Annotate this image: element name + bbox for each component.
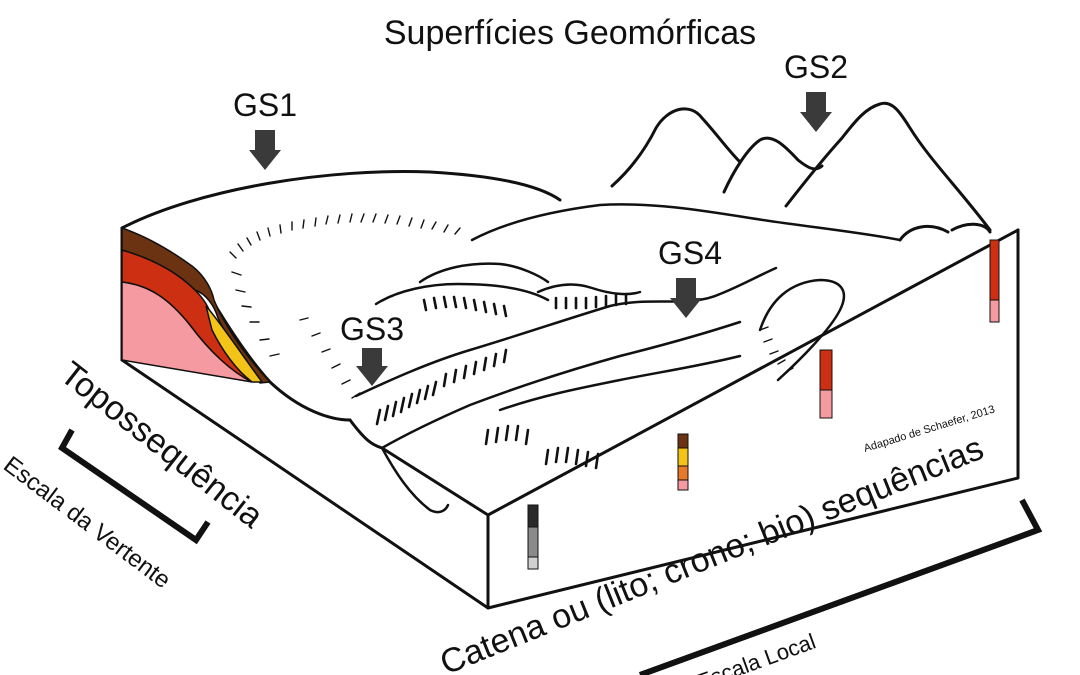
- slope-scale-label: Escala da Vertente: [0, 451, 176, 594]
- gs3-arrow-icon: [356, 348, 388, 386]
- horizon-yellow: [205, 305, 264, 383]
- gs1-marker: GS1: [233, 87, 297, 170]
- profile-yellow-orange: [677, 433, 689, 491]
- gs2-arrow-icon: [800, 92, 832, 132]
- gs4-label: GS4: [658, 235, 722, 271]
- catena-label: Catena ou (lito; crono; bio) sequências: [435, 429, 989, 675]
- gs3-marker: GS3: [340, 311, 404, 386]
- soil-profiles: [527, 239, 1000, 570]
- mountain-range: [610, 101, 992, 242]
- local-scale-bracket: [638, 498, 1043, 675]
- toposequence-horizons: [121, 226, 272, 384]
- profile-red-pink-right: [989, 239, 1000, 323]
- profile-red-pink-front: [819, 349, 833, 419]
- scarp-hatching: [375, 292, 628, 470]
- diagram-title: Superfícies Geomórficas: [384, 14, 756, 52]
- slope-scale-bracket: [58, 428, 211, 545]
- gs1-label: GS1: [233, 87, 297, 123]
- gs3-label: GS3: [340, 311, 404, 347]
- gs4-arrow-icon: [670, 278, 702, 318]
- landform-lines: [354, 203, 902, 514]
- profile-gray: [527, 504, 539, 570]
- gs2-marker: GS2: [784, 49, 848, 132]
- gs4-marker: GS4: [658, 235, 722, 318]
- gs1-arrow-icon: [249, 130, 281, 170]
- gs2-label: GS2: [784, 49, 848, 85]
- slope-hatching: [229, 213, 794, 399]
